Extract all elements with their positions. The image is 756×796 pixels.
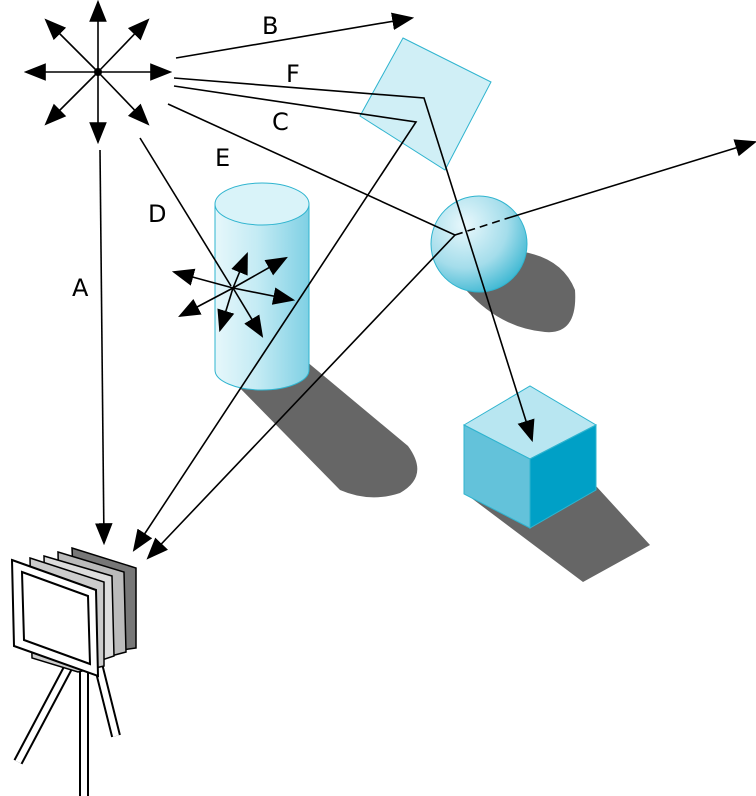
sphere: [430, 195, 528, 293]
ray-c: [132, 85, 418, 552]
ray-e-exit: [504, 139, 756, 220]
label-ray-f: F: [286, 60, 300, 88]
cylinder: [214, 182, 310, 391]
camera-icon: [10, 546, 137, 796]
label-ray-e: E: [215, 144, 230, 172]
light-source-icon: [23, 0, 173, 145]
ray-d: [139, 137, 232, 287]
label-ray-a: A: [72, 274, 89, 302]
label-ray-b: B: [262, 12, 278, 40]
cylinder-shadow: [232, 356, 418, 498]
scatter-burst-icon: [171, 251, 296, 338]
ray-b: [175, 12, 415, 59]
label-ray-d: D: [148, 200, 166, 228]
ray-a: [94, 149, 113, 546]
cube-shadow: [466, 486, 650, 582]
ray-e-through: [454, 218, 506, 236]
label-ray-c: C: [272, 108, 289, 136]
ray-f: [173, 77, 535, 443]
